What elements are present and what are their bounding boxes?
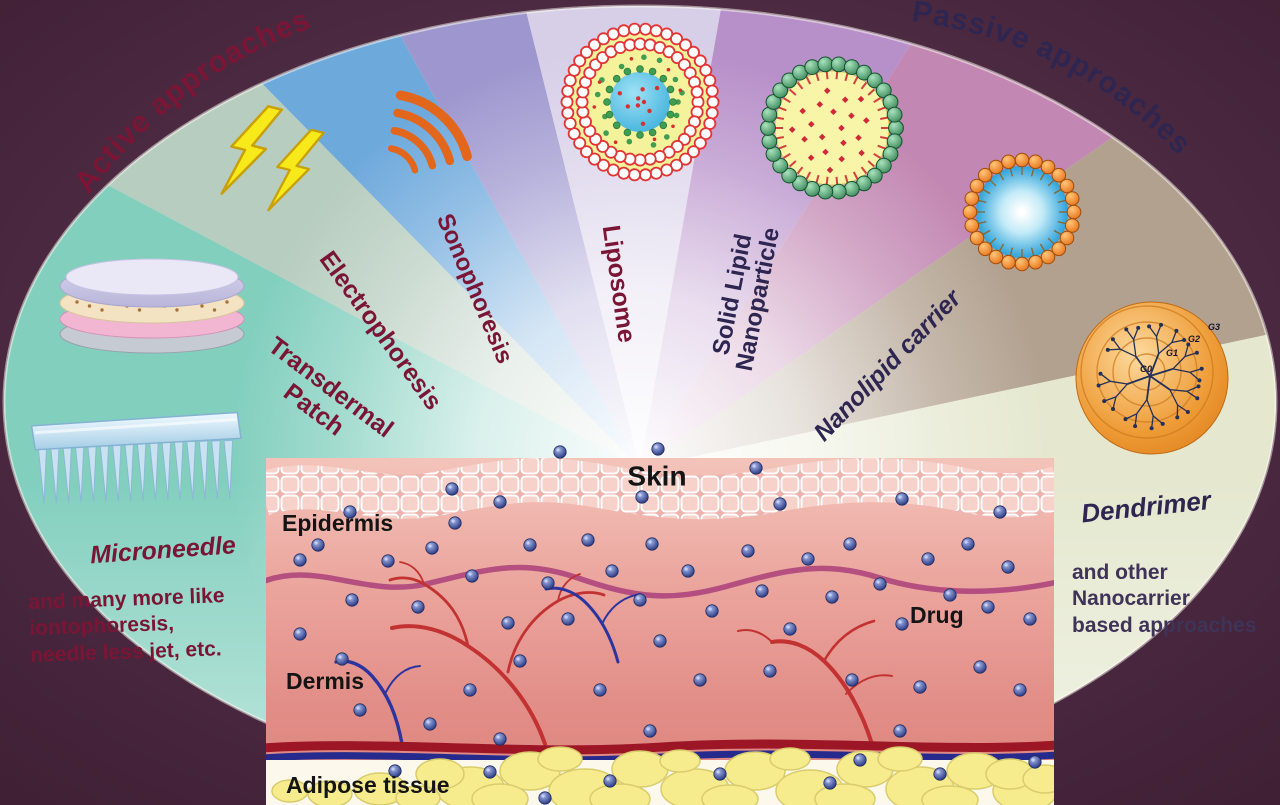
label-skin: Skin — [627, 460, 687, 492]
liposome-vesicle-icon — [560, 22, 720, 182]
skin-cross-section — [266, 458, 1054, 805]
dermis-boundary-line — [266, 564, 1054, 599]
note-passive-more: and other Nanocarrier based approaches — [1072, 560, 1280, 639]
blood-vessels — [334, 561, 893, 746]
label-adipose-tissue: Adipose tissue — [286, 772, 450, 798]
note-passive-line2: Nanocarrier — [1072, 587, 1190, 611]
label-epidermis: Epidermis — [282, 510, 394, 536]
deep-artery-band — [266, 739, 1054, 755]
fat-cells — [271, 746, 1054, 805]
dendrimer-g0-label: G0 — [1140, 364, 1152, 374]
note-active-more: and many more like iontophoresis, needle… — [28, 581, 286, 669]
dendrimer-g3-label: G3 — [1208, 322, 1220, 332]
dendrimer-g2-label: G2 — [1188, 334, 1200, 344]
drug-particles — [293, 490, 1042, 805]
solid-lipid-nanoparticle-icon — [760, 56, 904, 200]
nanolipid-carrier-icon — [962, 152, 1082, 272]
artery — [388, 561, 893, 746]
label-drug: Drug — [910, 602, 964, 628]
layered-patch-icon — [59, 258, 245, 354]
microneedle-array-icon — [30, 411, 242, 504]
dendrimer-g1-label: G1 — [1166, 348, 1178, 358]
drug-particles-above-skin — [445, 442, 763, 496]
label-dermis: Dermis — [286, 668, 364, 694]
lightning-bolt-icon — [220, 105, 325, 212]
note-passive-line1: and other — [1072, 561, 1168, 584]
ultrasound-waves-icon — [387, 90, 472, 174]
stratum-corneum-band — [266, 458, 1054, 520]
dendrimer-sphere-icon: G0 G1 G2 G3 — [1075, 301, 1229, 455]
note-passive-line3: based approaches — [1072, 613, 1257, 637]
